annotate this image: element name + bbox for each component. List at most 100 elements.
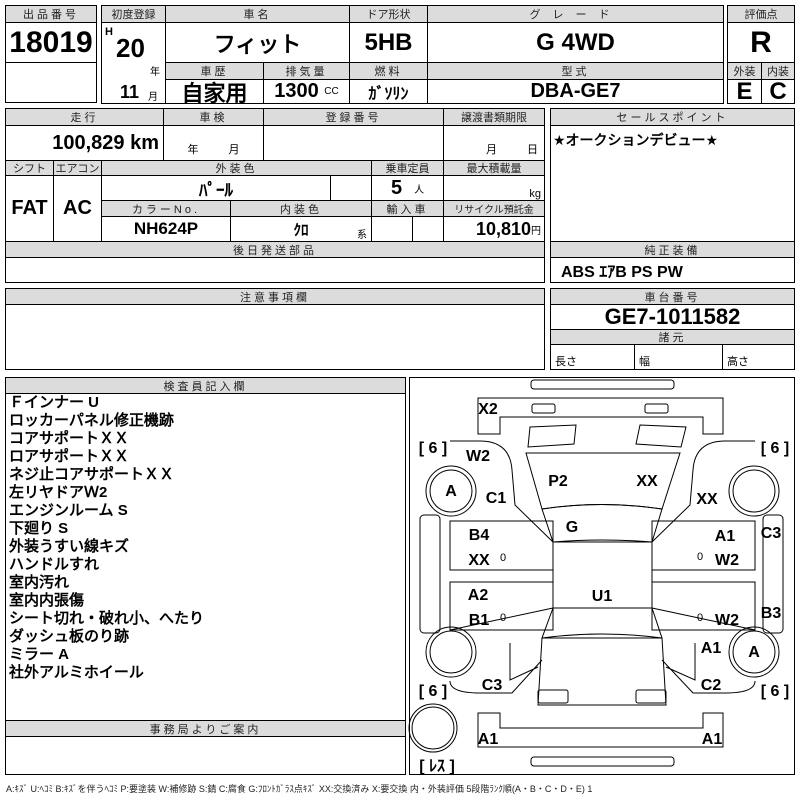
wheel-left-front	[429, 469, 473, 513]
history-label: 車歴	[165, 62, 264, 80]
shift-label: シフト	[5, 160, 54, 176]
spare-label: [ ﾚｽ ]	[419, 758, 455, 775]
headlights	[527, 424, 687, 448]
capacity: 5	[390, 176, 403, 199]
interior-cell: ｸﾛ系	[230, 216, 372, 242]
mark: B1	[469, 612, 490, 629]
chassis-label: 車台番号	[550, 288, 795, 305]
mark: X2	[478, 401, 498, 418]
mileage-label: 走行	[5, 108, 164, 126]
import-cell	[371, 216, 413, 242]
inspector-note-item: ネジ止コアサポートＸＸ	[9, 466, 175, 483]
length: 長さ	[550, 344, 635, 370]
inspector-note-item: ミラー A	[9, 646, 70, 663]
tread-lf: [ 6 ]	[419, 440, 447, 457]
legend: A:ｷｽﾞ U:ﾍｺﾐ B:ｷｽﾞを伴うﾍｺﾐ P:要塗装 W:補修跡 S:錆 …	[6, 784, 593, 794]
mark: W2	[715, 612, 739, 629]
month-unit: 月	[148, 92, 158, 103]
mark: C2	[701, 677, 722, 694]
lot-no-label: 出品番号	[5, 5, 97, 23]
first-reg-label: 初度登録	[101, 5, 166, 23]
import-cell	[412, 216, 444, 242]
mark: A1	[702, 731, 723, 748]
transfer-cell: 月日	[443, 125, 545, 161]
import-label: 輸入車	[371, 200, 444, 217]
inspector-note-item: ロッカーパネル修正機跡	[9, 412, 174, 429]
notes-label: 注意事項欄	[5, 288, 545, 305]
displacement: 1300	[274, 80, 319, 102]
inspector-note-item: ダッシュ板のり跡	[9, 628, 130, 645]
model-label: 型式	[427, 62, 724, 80]
displacement-label: 排気量	[263, 62, 350, 80]
mark: 0	[500, 552, 506, 564]
inspector-label: 検査員記入欄	[5, 377, 406, 394]
right-rear-door	[651, 581, 756, 631]
right-sill	[762, 514, 784, 634]
right-front-door	[651, 520, 756, 571]
later-parts-cell	[5, 257, 545, 283]
blank-cell	[5, 62, 97, 103]
left-front-door	[449, 520, 554, 571]
mark: XX	[636, 473, 658, 490]
mark: B3	[761, 605, 782, 622]
wheel-left-rear	[429, 630, 473, 674]
transfer-day: 日	[527, 144, 538, 156]
interior: ｸﾛ	[293, 221, 309, 239]
color-no-label: カラーNo.	[101, 200, 231, 217]
inspector-note-item: ハンドルすれ	[9, 556, 100, 573]
displacement-cell: 1300 CC	[263, 79, 350, 104]
mark: A	[748, 644, 760, 661]
later-parts-label: 後日発送部品	[5, 241, 545, 258]
mark: C1	[486, 490, 507, 507]
windshield	[541, 504, 663, 543]
inspection-year: 年	[187, 144, 199, 156]
rear-bumper	[477, 712, 724, 748]
year-unit: 年	[150, 67, 160, 78]
history: 自家用	[165, 79, 264, 104]
recycle: 10,810	[475, 218, 531, 239]
equipment-label: 純正装備	[550, 241, 795, 258]
color-no: NH624P	[101, 216, 231, 242]
front-bumper-bar	[530, 379, 675, 390]
left-rear-door	[449, 581, 554, 631]
sales-point: ★オークションデビュー★	[550, 125, 795, 242]
interior-label: 内装色	[230, 200, 372, 217]
rear-window	[541, 607, 663, 639]
mark: A1	[478, 731, 499, 748]
shift: FAT	[5, 175, 54, 242]
score-label: 評価点	[727, 5, 795, 23]
fuel: ｶﾞｿﾘﾝ	[349, 79, 428, 104]
left-front-fender	[450, 440, 554, 543]
right-rear-fender	[651, 607, 756, 694]
grade: G 4WD	[427, 22, 724, 63]
car-name-label: 車名	[165, 5, 350, 23]
load-unit: kg	[529, 188, 541, 200]
inspector-note-item: ロアサポートＸＸ	[9, 448, 130, 465]
door-label: ドア形状	[349, 5, 428, 23]
mark: A	[445, 483, 457, 500]
mark: C3	[482, 677, 503, 694]
right-front-fender	[651, 440, 755, 543]
mileage-cell: 100,829 km	[5, 125, 164, 161]
model: DBA-GE7	[427, 79, 724, 104]
first-reg-cell: H 20 年 11 月	[101, 22, 166, 104]
grade-label: グレード	[427, 5, 724, 23]
era: H	[105, 26, 113, 38]
inspector-note-item: Ｆインナー U	[9, 394, 100, 411]
mark: A1	[701, 640, 722, 657]
mark: XX	[468, 552, 490, 569]
left-rear-fender	[449, 607, 554, 694]
mark: A2	[468, 587, 489, 604]
inspector-note-item: 室内内張傷	[9, 592, 85, 609]
office-label: 事務局よりご案内	[5, 720, 406, 737]
recycle-label: リサイクル預託金	[443, 200, 545, 217]
rear-bumper-bar	[530, 756, 675, 767]
mark: 0	[697, 612, 703, 624]
door-type: 5HB	[349, 22, 428, 63]
mark: G	[566, 519, 578, 536]
mark: A1	[715, 528, 736, 545]
tread-rf: [ 6 ]	[761, 440, 789, 457]
